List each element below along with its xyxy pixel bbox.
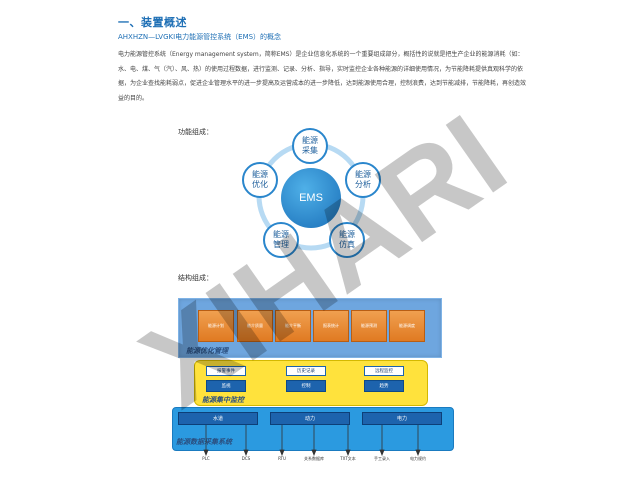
node-energy-analyze: 能源 分析 bbox=[345, 162, 381, 198]
node-energy-simulate: 能源 仿真 bbox=[329, 222, 365, 258]
mon-history: 历史记录 bbox=[286, 366, 326, 376]
device-manual: 手工录入 bbox=[374, 456, 390, 461]
device-database: 关系数据库 bbox=[304, 456, 324, 461]
optimization-layer-label: 能源优化管理 bbox=[186, 347, 228, 355]
node-energy-collect: 能源 采集 bbox=[292, 128, 328, 164]
mon-remote: 远程监控 bbox=[364, 366, 404, 376]
opt-item-forecast: 能源预测 bbox=[351, 310, 387, 342]
opt-item-balance: 能介平衡 bbox=[275, 310, 311, 342]
col-electric: 电力 bbox=[362, 412, 442, 425]
node-energy-manage: 能源 管理 bbox=[263, 222, 299, 258]
section-title: 一、装置概述 bbox=[118, 16, 187, 29]
subtitle: AHXHZN—LVGKI电力能源管控系统（EMS）的概念 bbox=[118, 33, 282, 41]
device-protocol: 电力规约 bbox=[410, 456, 426, 461]
intro-paragraph: 电力能源管控系统（Energy management system，简称EMS）… bbox=[118, 51, 527, 102]
col-power: 动力 bbox=[270, 412, 350, 425]
opt-item-dispatch: 能源调度 bbox=[389, 310, 425, 342]
mon-trend: 趋势 bbox=[364, 380, 404, 392]
opt-item-plan: 能源计划 bbox=[198, 310, 234, 342]
device-connectors bbox=[203, 425, 421, 457]
monitoring-layer-label: 能源集中监控 bbox=[202, 396, 244, 404]
structure-label: 结构组成： bbox=[178, 274, 213, 282]
col-water: 水道 bbox=[178, 412, 258, 425]
opt-item-report: 报表统计 bbox=[313, 310, 349, 342]
collection-layer-label: 能源数据采集系统 bbox=[176, 438, 232, 446]
function-label: 功能组成： bbox=[178, 128, 213, 136]
device-rtu: RTU bbox=[278, 456, 286, 461]
device-plc: PLC bbox=[202, 456, 210, 461]
mon-control: 控制 bbox=[286, 380, 326, 392]
opt-item-quality: 能介质量 bbox=[237, 310, 273, 342]
ems-center: EMS bbox=[281, 168, 341, 228]
mon-alarm: 报警事件 bbox=[206, 366, 246, 376]
mon-monitor: 监视 bbox=[206, 380, 246, 392]
device-txt: TXT文本 bbox=[340, 456, 356, 461]
device-dcs: DCS bbox=[241, 456, 251, 461]
node-energy-optimize: 能源 优化 bbox=[242, 162, 278, 198]
